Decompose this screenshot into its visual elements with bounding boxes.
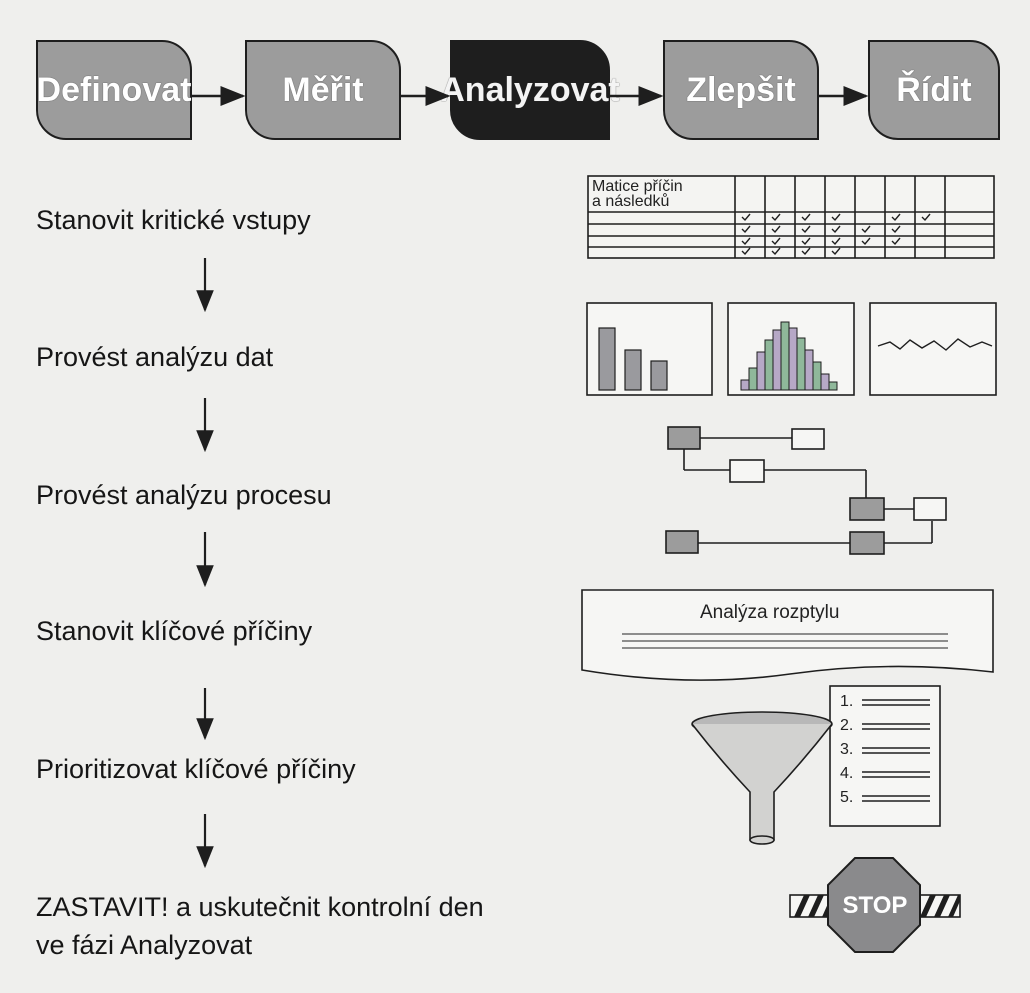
step-klicove-priciny: Stanovit klíčové příčiny [36,616,313,646]
phase-ridit: Řídit [868,40,1000,140]
stop-sign-label: STOP [842,892,908,919]
step-analyza-dat: Provést analýzu dat [36,342,274,372]
list-number-1: 1. [840,693,854,710]
phase-merit: Měřit [245,40,401,140]
matrix-title-line2: a následků [592,193,670,210]
step-prioritizovat: Prioritizovat klíčové příčiny [36,754,356,784]
matrix-title-line1: Matice příčin [592,178,683,195]
phase-zlepsit: Zlepšit [663,40,819,140]
check-marks [741,213,931,256]
phase-analyzovat: Analyzovat [440,40,620,140]
scatter-doc-title: Analýza rozptylu [700,602,840,623]
cause-effect-matrix-icon [587,175,995,259]
histogram-icon [727,302,855,396]
step-zastavit-line2: ve fázi Analyzovat [36,930,253,960]
bar-chart-icon [586,302,713,396]
step-zastavit: ZASTAVIT! a uskutečnit kontrolní den [36,892,484,922]
run-chart-icon [869,302,997,396]
list-number-2: 2. [840,717,854,734]
phase-definovat: Definovat [36,40,192,140]
priority-list-icon [829,685,941,827]
list-number-4: 4. [840,765,854,782]
process-flow-icon [665,426,947,555]
document-icon [581,589,994,681]
list-number-5: 5. [840,789,854,806]
stop-sign-icon [789,857,961,953]
step-stanovit-vstupy: Stanovit kritické vstupy [36,205,311,235]
step-analyza-procesu: Provést analýzu procesu [36,480,332,510]
funnel-icon [691,711,833,845]
list-number-3: 3. [840,741,854,758]
